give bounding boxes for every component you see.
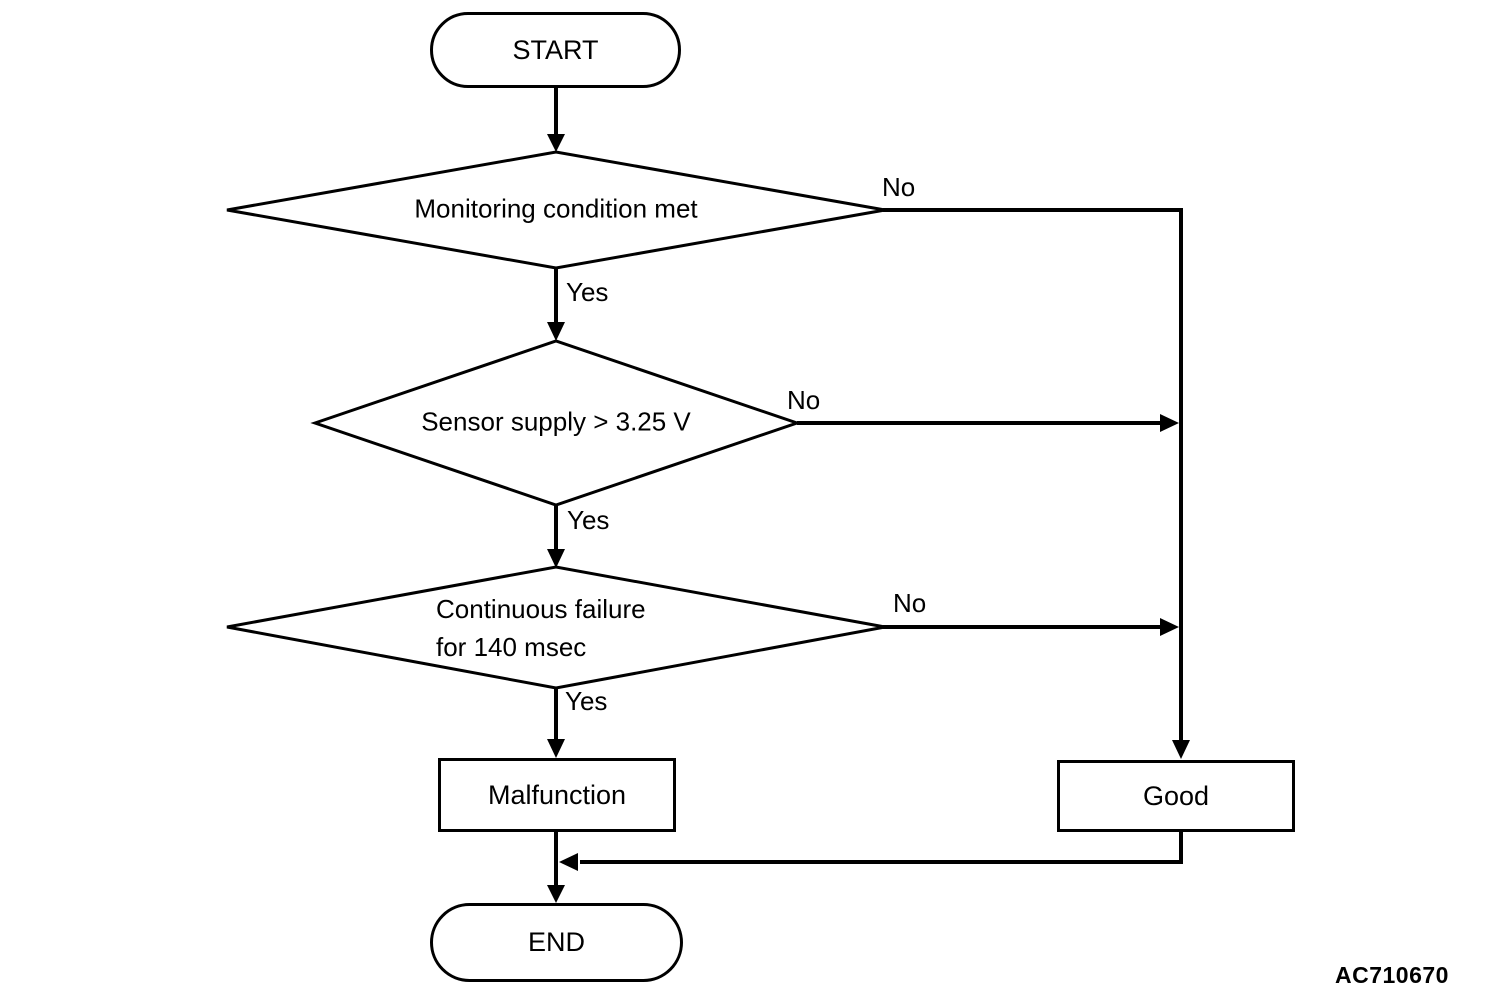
edge-decision1-no-trunk <box>883 208 1183 752</box>
start-label: START <box>512 34 599 65</box>
decision3-label-line2: for 140 msec <box>436 632 587 662</box>
decision1-yes-label: Yes <box>566 277 609 307</box>
arrowhead-into-decision3 <box>547 549 565 568</box>
decision3-diamond-shape <box>226 565 886 690</box>
decision2-no-label: No <box>787 385 821 415</box>
arrowhead-into-decision1 <box>547 134 565 152</box>
decision1-no-label: No <box>882 172 916 202</box>
decision2-yes-label: Yes <box>567 505 610 535</box>
decision3-label-line1: Continuous failure <box>436 594 646 624</box>
figure-code: AC710670 <box>1335 962 1449 988</box>
malfunction-process-box: Malfunction <box>438 758 676 832</box>
end-terminator: END <box>430 903 683 982</box>
edge-good-to-merge <box>580 832 1183 864</box>
decision3-no-label: No <box>893 588 927 618</box>
decision3-yes-label: Yes <box>565 686 608 716</box>
start-terminator: START <box>430 12 681 88</box>
end-label: END <box>527 927 585 957</box>
arrowhead-into-malfunction <box>547 739 565 758</box>
decision2-sensor-supply-label: Sensor supply > 3.25 V <box>421 406 691 437</box>
arrowhead-merge-into-end-line <box>559 853 578 871</box>
arrowhead-into-end <box>547 885 565 903</box>
arrowhead-into-decision2 <box>547 322 565 341</box>
decision2-diamond-shape <box>310 339 802 507</box>
decision1-diamond-shape <box>226 150 886 270</box>
arrowhead-decision3-no-into-trunk <box>1160 618 1179 636</box>
malfunction-label: Malfunction <box>487 779 627 810</box>
arrowhead-trunk-into-good <box>1172 740 1190 759</box>
good-label: Good <box>1142 780 1210 811</box>
decision1-monitoring-condition-label: Monitoring condition met <box>414 193 698 224</box>
decision3-continuous-failure-label: Continuous failure for 140 msec <box>436 590 646 666</box>
arrowhead-decision2-no-into-trunk <box>1160 414 1179 432</box>
good-process-box: Good <box>1057 760 1295 832</box>
